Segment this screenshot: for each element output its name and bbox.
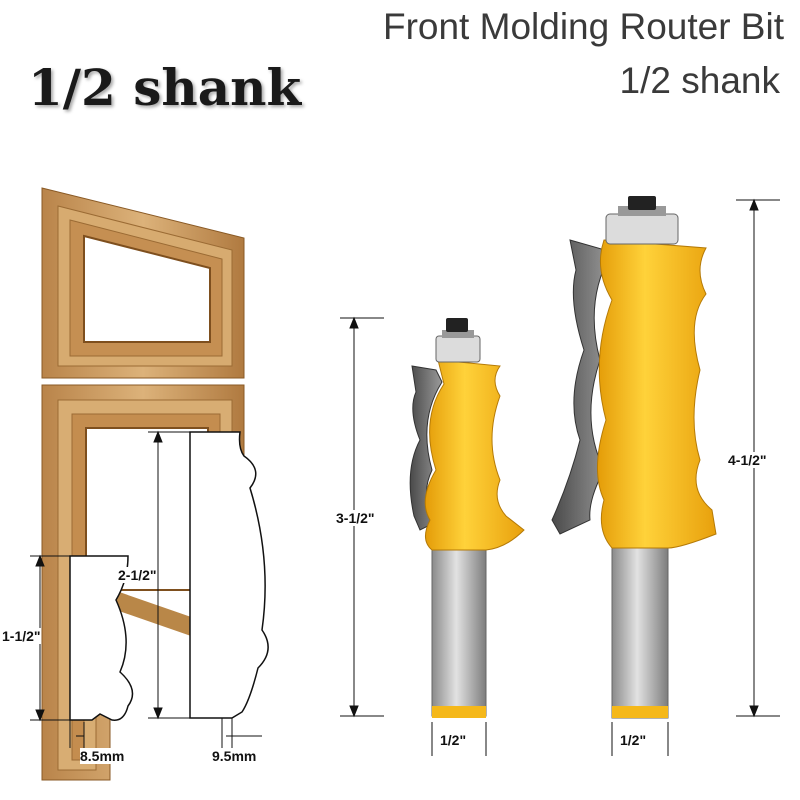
profile-large-width-label: 9.5mm xyxy=(212,748,257,764)
bit-small-height-label: 3-1/2" xyxy=(336,510,375,526)
profile-dimension-lines xyxy=(30,430,262,748)
profile-small-outline xyxy=(69,555,134,721)
bit-dimension-lines xyxy=(340,198,780,756)
router-bit-small xyxy=(409,318,525,718)
profile-small-width-label: 8.5mm xyxy=(80,748,125,764)
bit-large-shank-label: 1/2" xyxy=(620,732,647,748)
profile-large-height-label: 2-1/2" xyxy=(118,567,157,583)
profile-small-height-label: 1-1/2" xyxy=(2,628,41,644)
bit-large-height-label: 4-1/2" xyxy=(728,452,767,468)
upper-frame xyxy=(41,187,245,379)
router-bit-large xyxy=(551,196,717,719)
bit-small-shank-label: 1/2" xyxy=(440,732,467,748)
shank-size-heading: 1/2 shank xyxy=(28,58,302,117)
product-title: Front Molding Router Bit xyxy=(382,6,784,47)
profile-large-outline xyxy=(189,431,269,719)
product-subtitle: 1/2 shank xyxy=(619,60,780,101)
